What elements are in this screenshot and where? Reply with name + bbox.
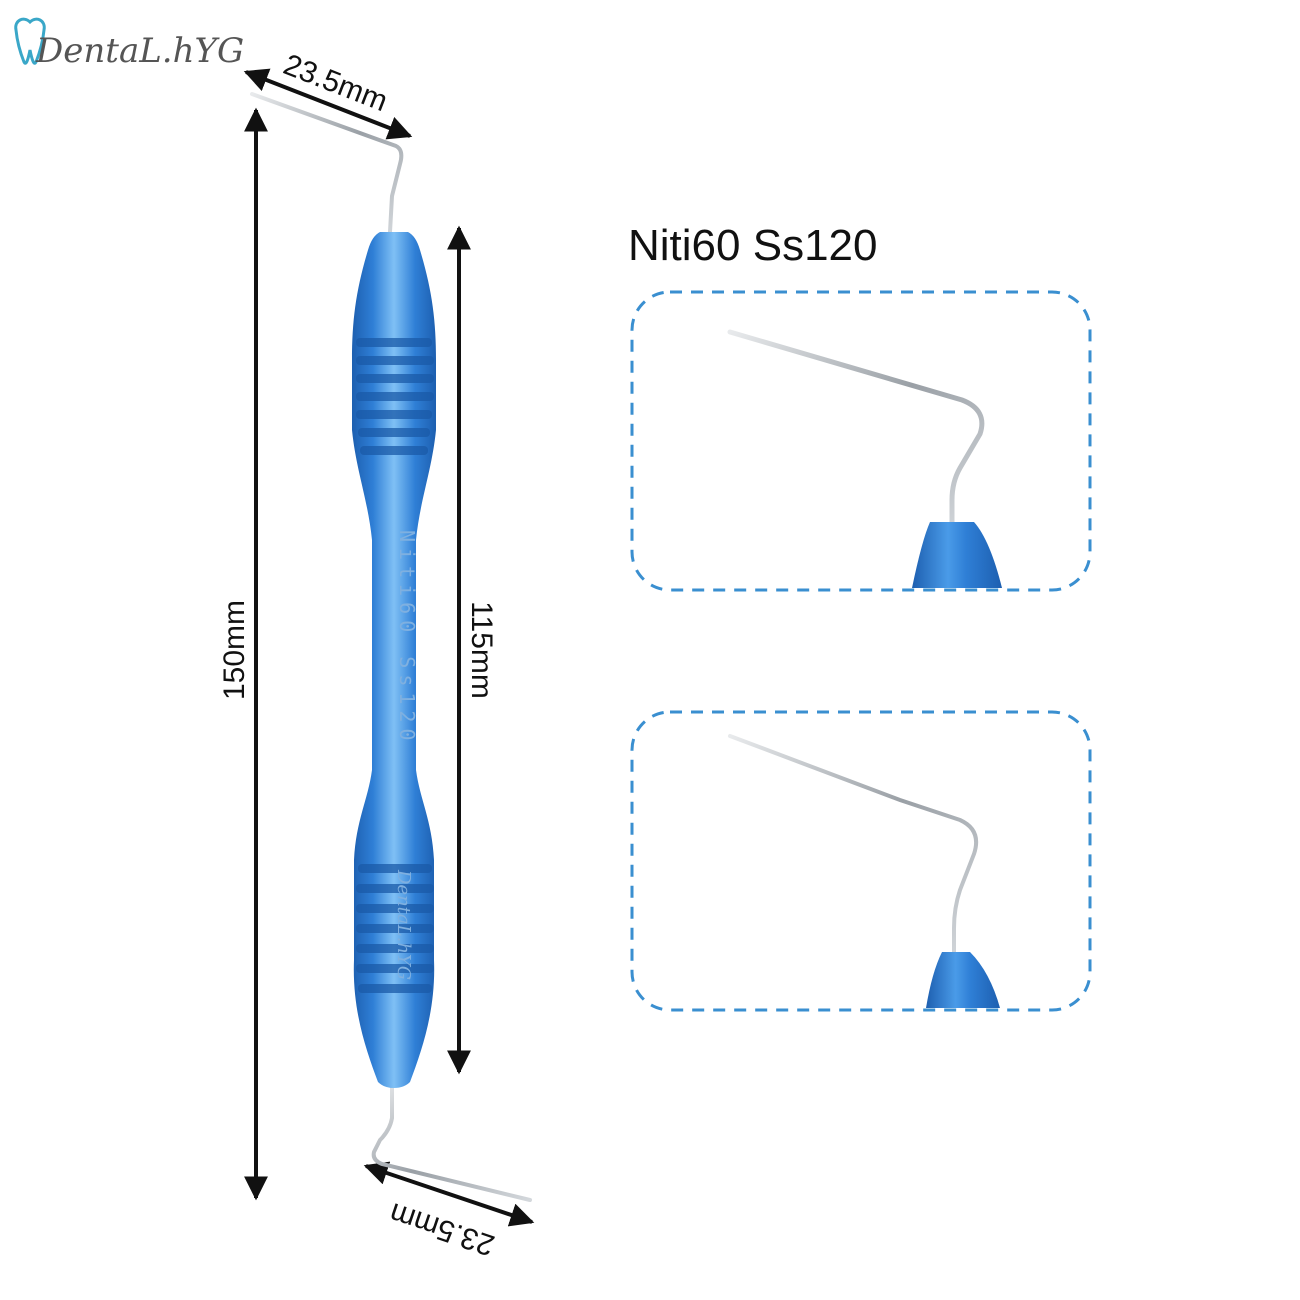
handle-length-label: 115mm <box>465 601 498 699</box>
handle-length-dimension: 115mm <box>447 225 498 1075</box>
overall-length-dimension: 150mm <box>218 107 268 1201</box>
tooth-icon <box>14 17 46 65</box>
ss-tip-wire <box>728 734 979 954</box>
niti-tip-ferrule <box>912 522 1002 588</box>
niti-tip-wire <box>727 329 985 525</box>
dental-instrument: Niti60 Ss120 DentaL.hYG <box>250 92 532 1202</box>
handle-engraving-brand: DentaL.hYG <box>393 869 414 980</box>
detail-panel-niti <box>630 290 1092 592</box>
logo-text: DentaL.hYG <box>35 31 244 71</box>
bottom-grip-rings <box>356 864 434 993</box>
detail-panel-ss <box>630 710 1092 1012</box>
top-grip-rings <box>356 338 434 455</box>
brand-logo: DentaL.hYG <box>14 17 244 71</box>
top-working-tip <box>250 92 404 234</box>
overall-length-label: 150mm <box>218 600 251 700</box>
ss-tip-ferrule <box>926 952 1000 1008</box>
bottom-working-tip <box>371 1082 532 1202</box>
dashed-frame <box>630 290 1092 592</box>
handle-engraving-model: Niti60 Ss120 <box>395 530 419 747</box>
top-tip-arrow <box>243 68 413 140</box>
dashed-frame <box>630 710 1092 1012</box>
bottom-tip-arrow <box>363 1161 535 1227</box>
product-title: Niti60 Ss120 <box>628 221 877 270</box>
